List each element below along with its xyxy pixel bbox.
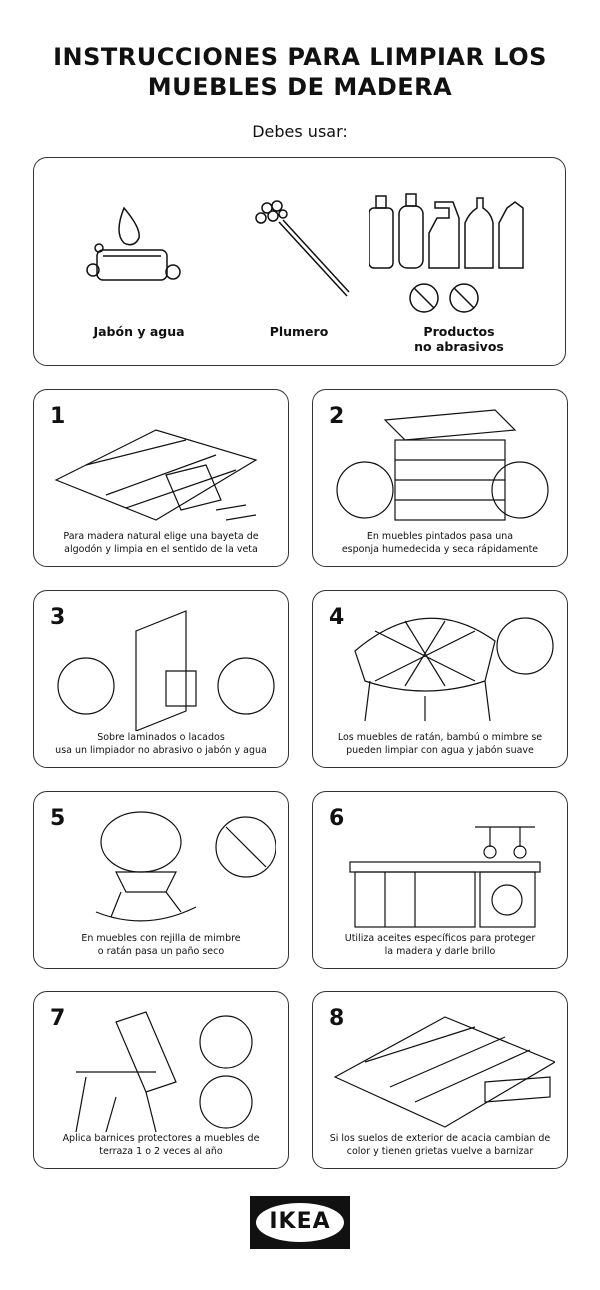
- step-card-6: 6 Utiliza aceites específicos para prote…: [312, 791, 568, 969]
- cleaning-bottles-icon: [369, 193, 524, 313]
- painted-dresser-icon: [336, 409, 549, 521]
- rattan-chair-icon: [354, 617, 554, 722]
- laminated-panel-icon: [57, 610, 275, 731]
- ikea-logo: IKEA: [250, 1196, 350, 1249]
- subtitle: Debes usar:: [252, 122, 348, 141]
- step-card-4: 4 Los muebles de ratán, bambú o mimbre s…: [312, 590, 568, 768]
- wood-planks-icon: [54, 429, 258, 521]
- step-card-8: 8 Si los suelos de exterior de acacia ca…: [312, 991, 568, 1169]
- kitchen-cabinets-icon: [349, 826, 541, 928]
- tool-duster: Plumero: [219, 158, 379, 365]
- soap-water-icon: [86, 206, 181, 281]
- terrace-chair-icon: [75, 1011, 253, 1132]
- feather-duster-icon: [255, 200, 350, 297]
- page-title: INSTRUCCIONES PARA LIMPIAR LOS MUEBLES D…: [53, 43, 547, 101]
- step-card-7: 7 Aplica barnices protectores a muebles …: [33, 991, 289, 1169]
- step-card-1: 1 Para madera natural elige una bayeta d…: [33, 389, 289, 567]
- rocking-chair-icon: [95, 811, 276, 922]
- tool-soap-water: Jabón y agua: [59, 158, 219, 365]
- decking-icon: [333, 1016, 555, 1128]
